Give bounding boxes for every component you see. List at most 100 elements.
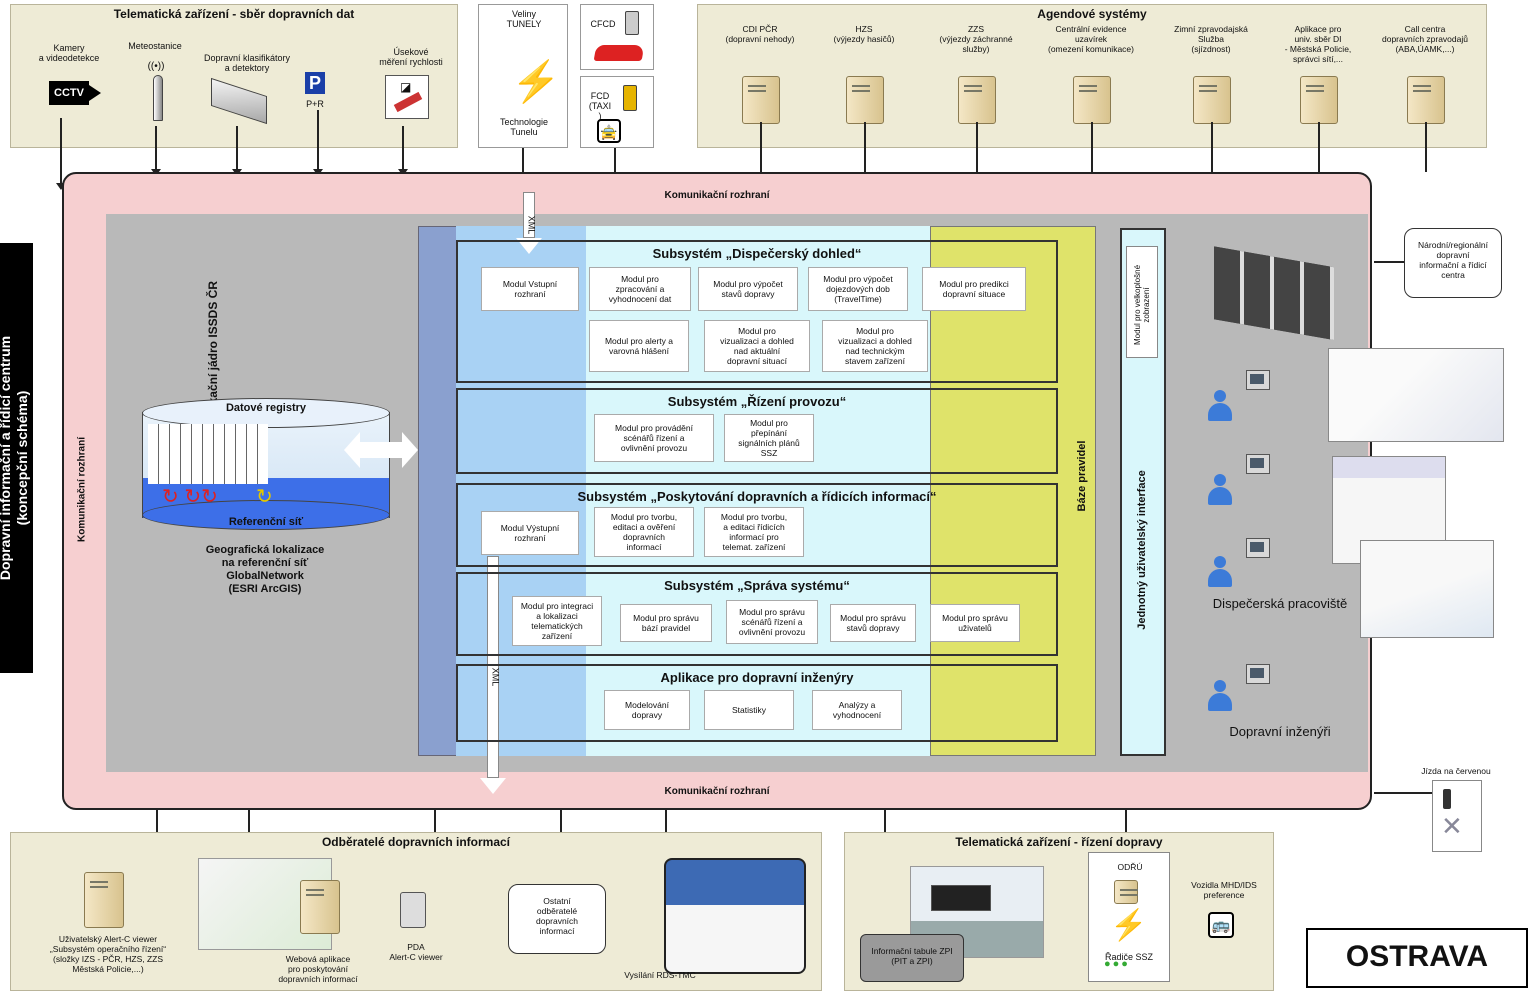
fcd-box: FCD (TAXI ) 🚖 [580,76,654,148]
cfcd-label: CFCD [590,19,616,29]
dispatch-label: Dispečerská pracoviště [1212,596,1348,611]
data-collection-title: Telematická zařízení - sběr dopravních d… [113,7,355,21]
agenda-connector [1425,122,1427,172]
connector-fcd [614,148,616,172]
navigation-device-screenshot [664,858,806,974]
engineers-label: Dopravní inženýři [1229,724,1331,739]
subsystem-dispatch-title: Subsystém „Dispečerský dohled“ [652,246,862,261]
cyan-band [586,226,934,756]
module-output-interface: Modul Výstupní rozhraní [481,511,579,555]
module-traffic-state-admin: Modul pro správu stavů dopravy [830,604,916,642]
module-scenario-admin: Modul pro správu scénářů řízení a ovlivn… [726,600,818,644]
screenshot-thumbnail-3 [1360,540,1494,638]
zpi-box [860,934,964,982]
weather-station-icon: ((•)) [148,61,165,121]
connector-red-light [1374,792,1432,794]
ssz-lightning-icon: ⚡ [1110,909,1148,942]
agenda-connector [976,122,978,172]
module-data-processing: Modul pro zpracování a vyhodnocení dat [589,267,691,311]
traffic-control-devices-title: Telematická zařízení - řízení dopravy [955,835,1163,849]
parking-icon: P [305,72,325,94]
module-prediction: Modul pro predikci dopravní situace [922,267,1026,311]
rules-base [930,226,1096,756]
yellow-arrow-icon: ↻ [256,486,273,508]
tunnel-box: Veliny TUNELY ⚡ Technologie Tunelu [478,4,568,148]
park-and-ride-label: P+R [306,99,324,109]
xml-output-arrow [480,556,506,796]
taxi-icon: 🚖 [597,119,621,143]
city-label: OSTRAVA [1345,940,1489,973]
odru-label: ODŘÚ [1117,862,1143,872]
agenda-item-label: Zimní zpravodajská Služba (sjízdnost) [1174,24,1248,54]
other-consumers-box [508,884,606,954]
rds-tmc-label: Vysílání RDS-TMC [624,970,696,980]
module-travel-time: Modul pro výpočet dojezdových dob (Trave… [808,267,908,311]
dispatcher-icon-2 [1208,474,1232,506]
agenda-connector [1091,122,1093,172]
red-light-box: ✕ [1432,780,1482,852]
detector-device-icon [211,77,267,125]
odru-device-icon [1114,880,1138,904]
subsystem-system-admin: Subsystém „Správa systému“ [456,572,1058,656]
phone-icon [625,11,639,35]
computer-icon-4 [1246,664,1270,684]
center-title-vertical: Dopravní informační a řídicí centrum (ko… [0,243,33,673]
subsystem-information-title: Subsystém „Poskytování dopravních a řídi… [577,489,937,504]
pda-icon [400,892,426,928]
agenda-item-label: Aplikace pro univ. sběr DI - Městská Pol… [1284,24,1352,64]
tunnel-tech-label: Technologie Tunelu [499,117,549,137]
agenda-connector [1318,122,1320,172]
agenda-server-icon [1193,76,1231,124]
weather-station-label: Meteostanice [128,41,182,51]
module-user-admin: Modul pro správu uživatelů [930,604,1020,642]
lightning-icon: ⚡ [511,60,561,104]
agenda-item-label: Centrální evidence uzavírek (omezení kom… [1048,24,1134,54]
rules-base-label: Báze pravidel [1076,440,1088,512]
engineer-icon [1208,680,1232,712]
computer-icon-1 [1246,370,1270,390]
agenda-item-label: ZZS (výjezdy záchranné služby) [939,24,1013,54]
subsystem-information: Subsystém „Poskytování dopravních a řídi… [456,483,1058,567]
module-analysis: Analýzy a vyhodnocení [812,690,902,730]
agenda-server-icon [1300,76,1338,124]
ssz-box [1088,852,1170,982]
connector-cctv [56,118,66,190]
comm-interface-left: Komunikační rozhraní [76,437,88,543]
subsystem-dispatch: Subsystém „Dispečerský dohled“ [456,240,1058,383]
module-alerts: Modul pro alerty a varovná hlášení [589,320,689,372]
speed-measurement-icon: ◪ [385,75,429,119]
data-collection-panel: Telematická zařízení - sběr dopravních d… [10,4,458,148]
agenda-server-icon [742,76,780,124]
module-control-scenarios: Modul pro provádění scénářů řízení a ovl… [594,414,714,462]
ssz-label: Řadiče SSZ [1104,952,1154,962]
agenda-server-icon [846,76,884,124]
module-traffic-state: Modul pro výpočet stavů dopravy [698,267,798,311]
speed-measurement-label: Úsekové měření rychlosti [379,47,443,67]
module-rules-admin: Modul pro správu bází pravidel [620,604,712,642]
connector-parking [313,110,323,176]
car-icon [593,45,645,61]
other-consumers-label: Ostatní odběratelé dopravních informací [535,896,579,936]
red-arrows-icon: ↻ ↻↻ [162,486,218,508]
xml-top-label: XML [526,215,537,235]
module-control-info-editing: Modul pro tvorbu, a editaci řídicích inf… [704,507,804,557]
light-blue-band [456,226,586,756]
db-core-arrow [344,432,418,468]
agenda-connector [1211,122,1213,172]
bus-icon: 🚌 [1208,912,1234,938]
cctv-camera-icon: CCTV [49,81,101,105]
agenda-server-icon [1073,76,1111,124]
fcd-label: FCD (TAXI ) [588,91,612,121]
city-label-box [1306,928,1528,988]
cctv-label: Kamery a videodetekce [38,43,100,63]
video-wall-icon [1214,236,1334,340]
reference-network-label: Referenční síť [228,516,304,528]
xml-input-arrow [516,192,542,256]
web-app-label: Webová aplikace pro poskytování dopravní… [278,954,358,984]
mhd-label: Vozidla MHD/IDS preference [1191,880,1257,900]
agenda-server-icon [1407,76,1445,124]
screenshot-thumbnail-1 [1328,348,1504,442]
national-center-box [1404,228,1502,298]
agenda-item-label: Call centra dopravních zpravodajů (ABA,Ú… [1381,24,1468,54]
comm-interface-top: Komunikační rozhraní [664,190,770,201]
